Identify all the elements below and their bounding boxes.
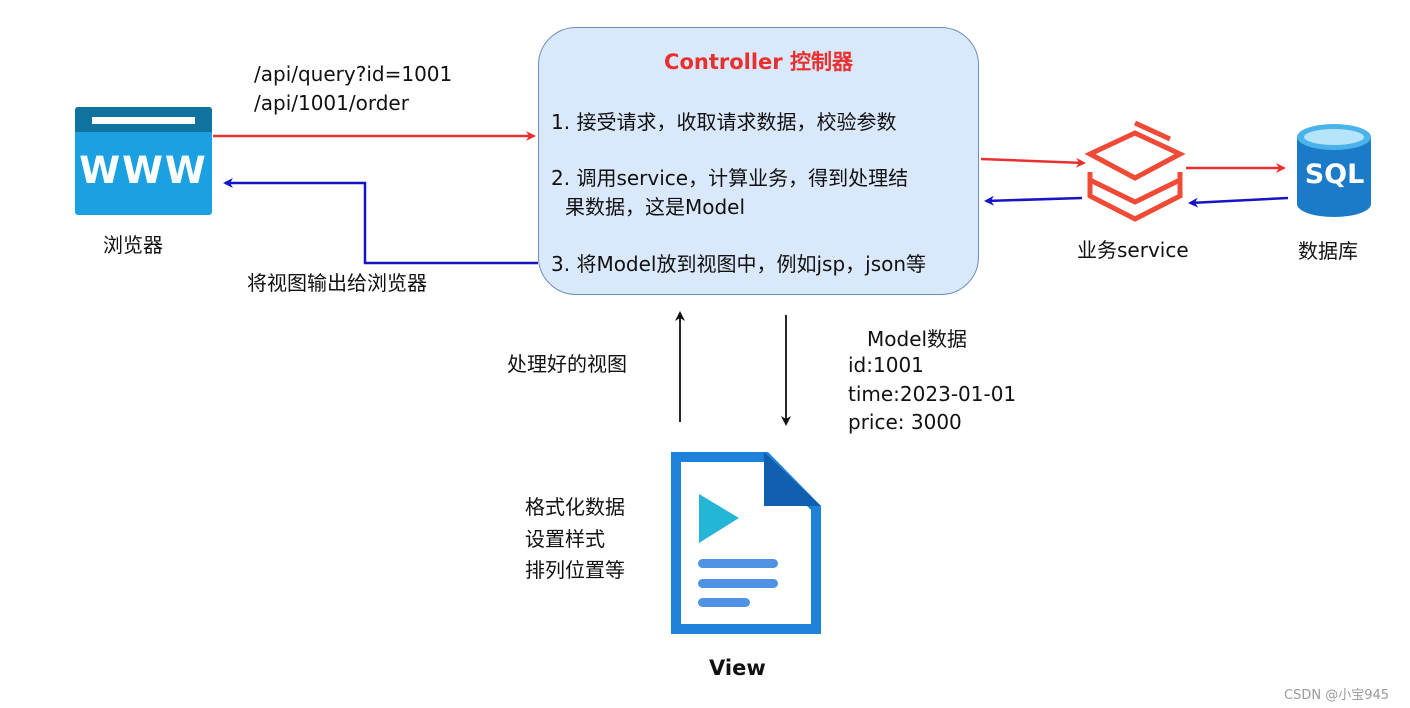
model-data-title: Model数据 <box>867 327 968 351</box>
request-path-1: /api/query?id=1001 <box>254 62 453 86</box>
controller-to-service-arrow <box>980 157 1086 168</box>
controller-step-2-cont: 果数据，这是Model <box>565 195 746 219</box>
controller-box <box>538 27 979 295</box>
browser-titlebar <box>75 107 212 132</box>
service-label: 业务service <box>1077 238 1189 262</box>
database-icon-text: SQL <box>1304 159 1365 190</box>
watermark: CSDN @小宝945 <box>1284 688 1390 703</box>
layers-icon <box>1084 120 1186 222</box>
view-note-3: 排列位置等 <box>525 558 625 582</box>
controller-step-1: 1. 接受请求，收取请求数据，校验参数 <box>551 110 897 134</box>
browser-label: 浏览器 <box>103 233 163 257</box>
response-label: 将视图输出给浏览器 <box>247 271 427 295</box>
view-note-1: 格式化数据 <box>525 495 625 519</box>
controller-title: Controller 控制器 <box>664 50 853 74</box>
view-label: View <box>709 656 766 680</box>
controller-step-3: 3. 将Model放到视图中，例如jsp，json等 <box>551 252 927 276</box>
view-up-label: 处理好的视图 <box>507 352 627 376</box>
model-data-line-1: id:1001 <box>848 353 924 377</box>
database-icon <box>1297 124 1371 217</box>
model-data-line-2: time:2023-01-01 <box>848 382 1017 406</box>
browser-icon: WWW <box>75 107 212 215</box>
document-play-icon <box>671 452 821 634</box>
database-label: 数据库 <box>1298 239 1358 263</box>
view-note-2: 设置样式 <box>525 527 605 551</box>
browser-address-slot <box>92 117 195 124</box>
controller-step-2: 2. 调用service，计算业务，得到处理结 <box>551 166 909 190</box>
database-to-service-arrow <box>1188 196 1289 208</box>
service-to-controller-arrow <box>984 195 1083 206</box>
request-path-2: /api/1001/order <box>254 91 409 115</box>
model-data-line-3: price: 3000 <box>848 410 962 434</box>
response-arrow <box>223 178 538 265</box>
browser-icon-text: WWW <box>79 149 208 192</box>
